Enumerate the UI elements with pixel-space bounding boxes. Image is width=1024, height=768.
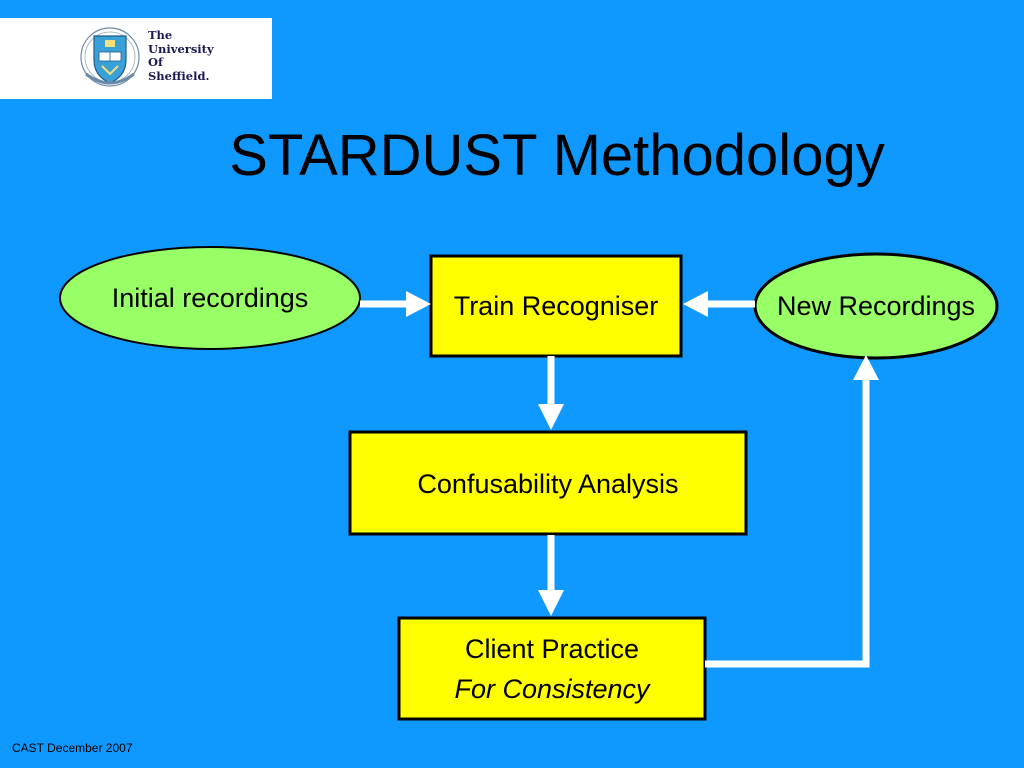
footer-text: CAST December 2007 (12, 741, 133, 755)
logo-line-of: Of (148, 55, 163, 69)
logo-line-university: University (148, 41, 214, 56)
arrow-new-to-train (683, 291, 755, 317)
university-crest-icon (80, 27, 140, 87)
university-logo: The University Of Sheffield. (0, 18, 272, 99)
client-practice-label: Client Practice (464, 634, 640, 664)
train-recogniser-node (429, 254, 683, 358)
confusability-analysis-label: Confusability Analysis (417, 469, 679, 499)
initial-recordings-label: Initial recordings (111, 283, 309, 313)
initial-recordings-node (59, 246, 361, 350)
page-title: STARDUST Methodology (229, 123, 885, 188)
university-name: The University Of Sheffield. (148, 28, 214, 83)
train-recogniser-label: Train Recogniser (453, 291, 659, 321)
new-recordings-label: New Recordings (776, 291, 976, 321)
arrow-client-to-new (705, 355, 879, 668)
confusability-analysis-node (348, 430, 748, 536)
arrow-train-to-confusability (538, 356, 564, 430)
logo-line-the: The (148, 28, 173, 42)
logo-line-sheffield: Sheffield. (148, 68, 210, 83)
for-consistency-label: For Consistency (454, 674, 650, 704)
arrow-initial-to-train (360, 291, 431, 317)
client-practice-node (397, 616, 707, 721)
arrow-confusability-to-client (538, 535, 564, 616)
